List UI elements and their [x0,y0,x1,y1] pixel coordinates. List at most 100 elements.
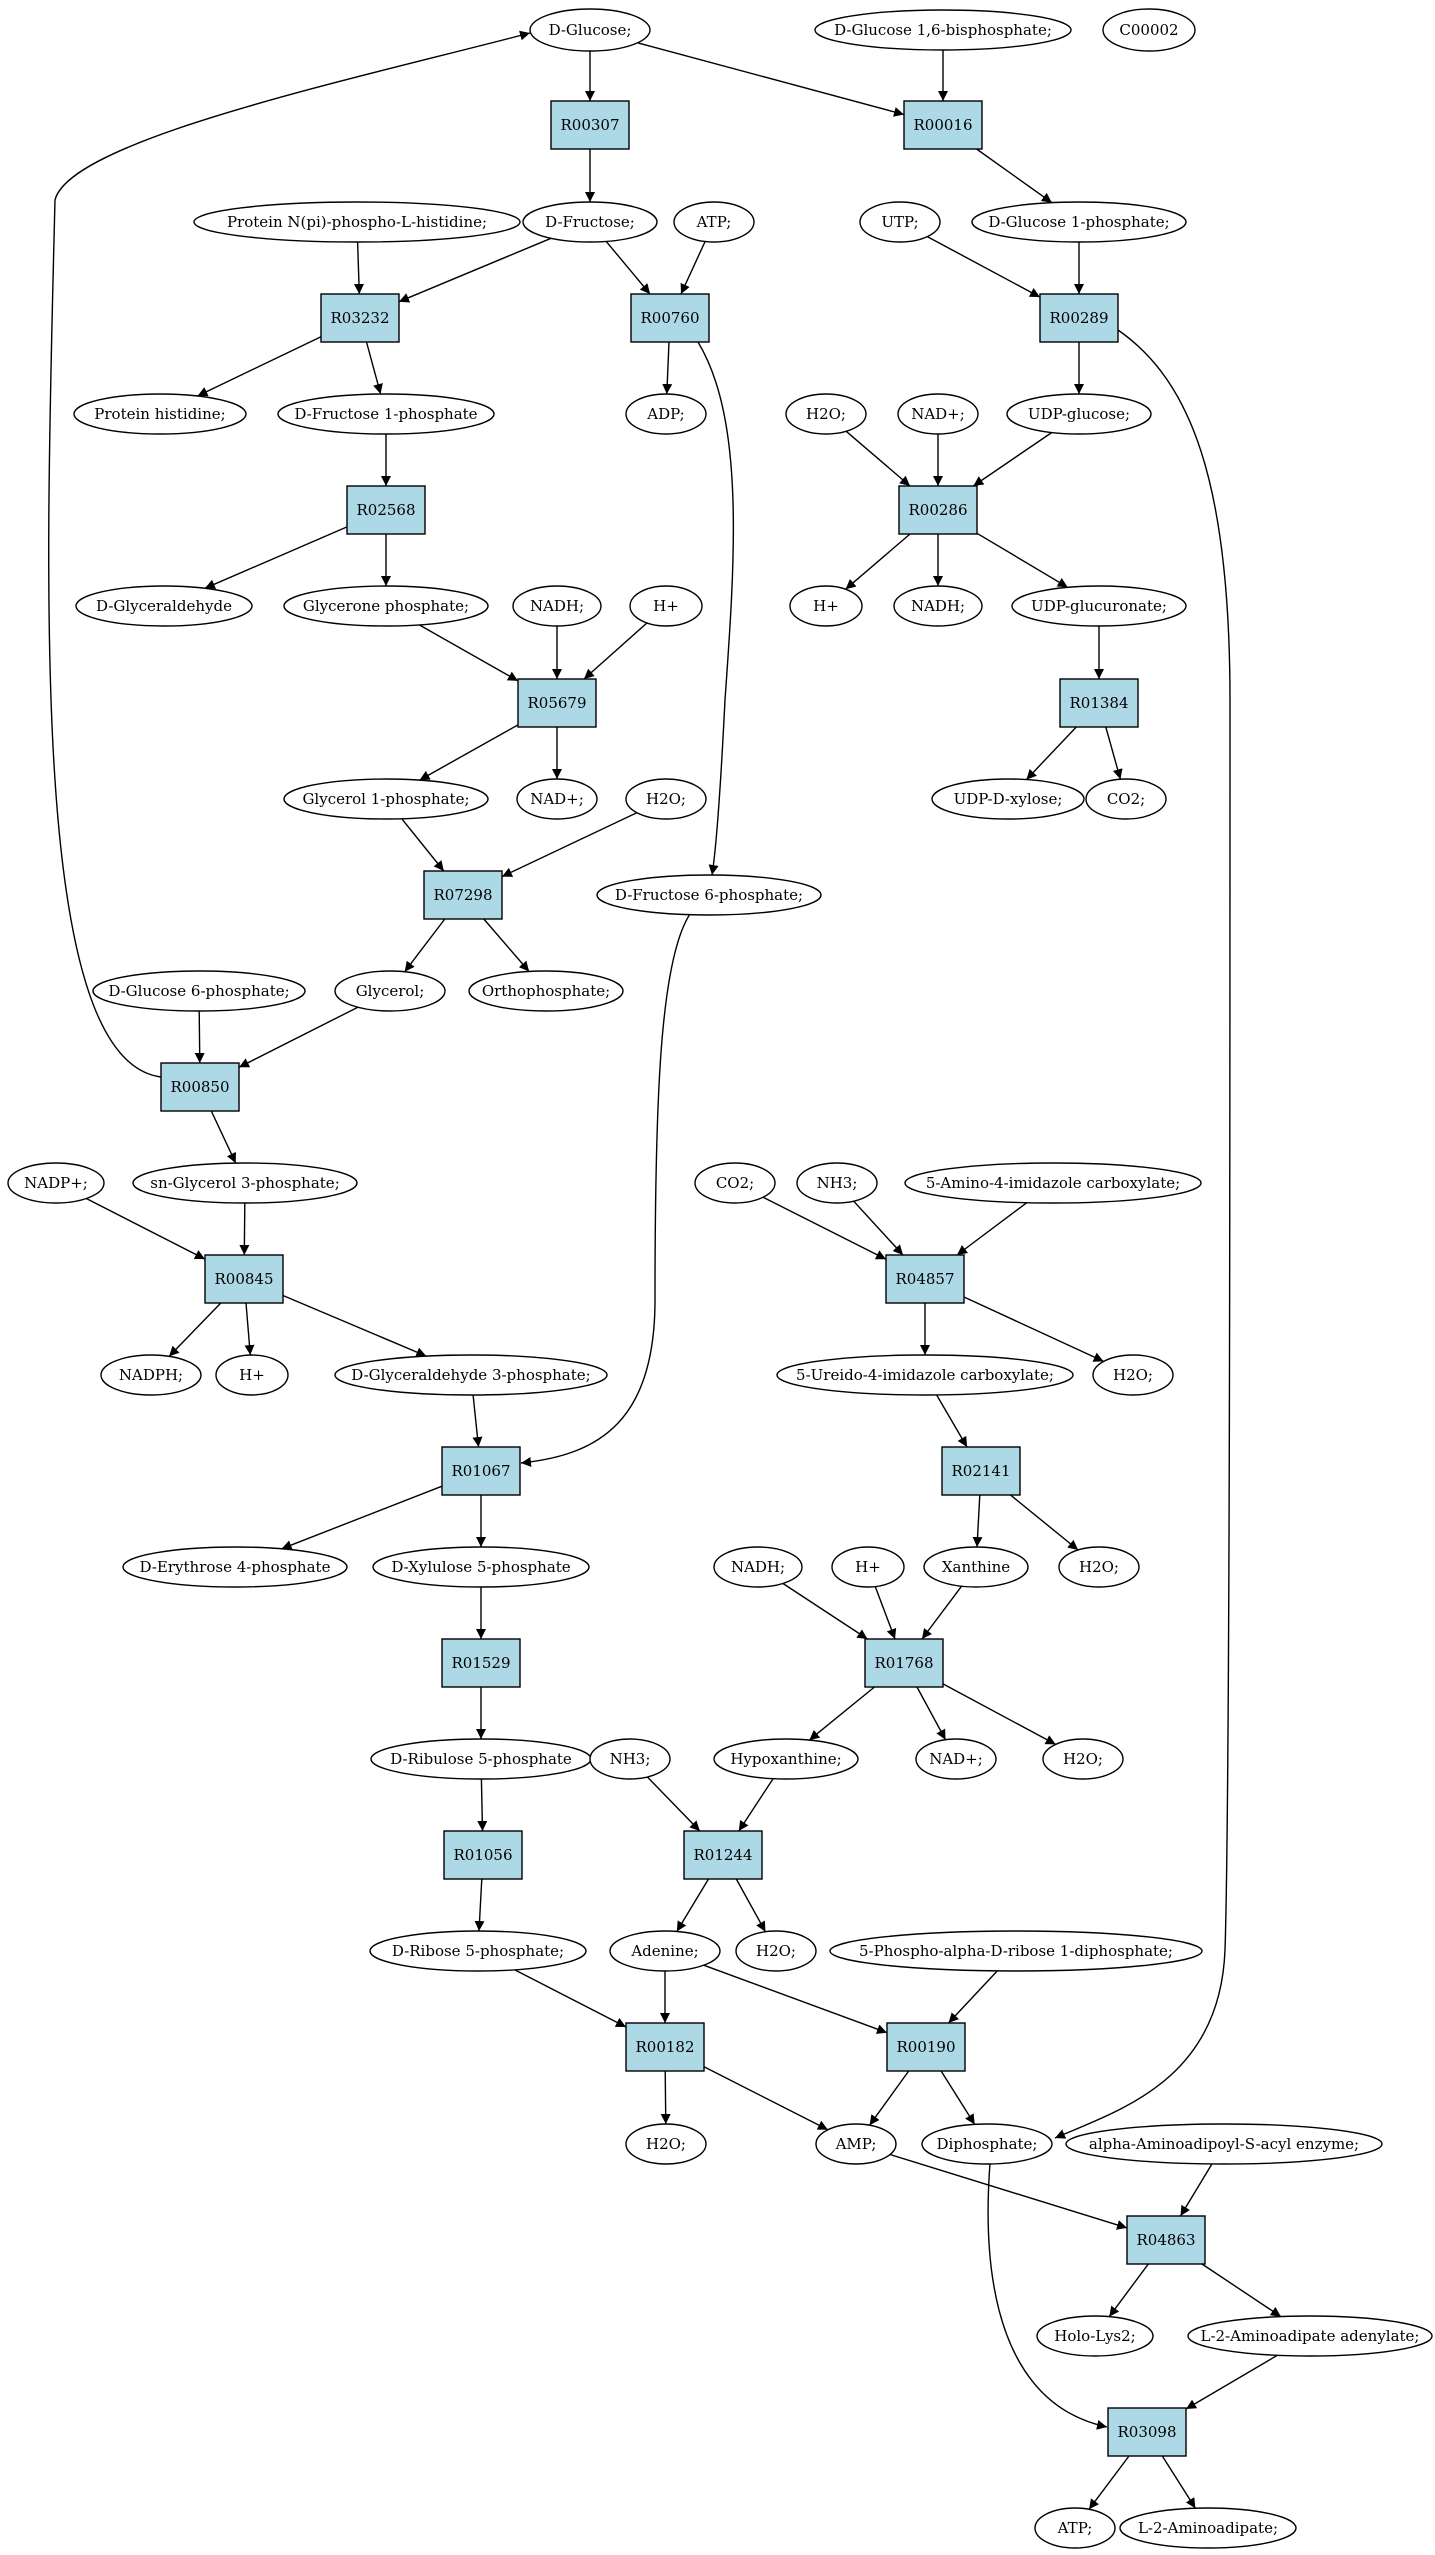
reaction-node: R00289 [1039,293,1119,343]
edge-r_R00845-to-m_nadph [168,1302,222,1357]
metabolite-node: Orthophosphate; [468,970,624,1012]
metabolite-ellipse [132,1162,358,1204]
metabolite-ellipse [369,1930,587,1972]
metabolite-label: Holo-Lys2; [1054,2327,1135,2345]
metabolite-ellipse [1092,1354,1174,1396]
reaction-box [550,100,630,150]
metabolite-ellipse [673,201,755,243]
reaction-label: R04863 [1136,2231,1195,2249]
metabolite-node: C00002 [1102,8,1196,52]
metabolite-ellipse [1006,393,1152,435]
reaction-label: R00016 [913,116,972,134]
metabolite-node: Protein histidine; [73,393,247,435]
metabolite-node: Glycerol 1-phosphate; [283,778,489,820]
metabolite-node: NH3; [796,1162,878,1204]
metabolite-node: NADP+; [7,1162,105,1204]
metabolite-label: D-Glucose 1,6-bisphosphate; [834,21,1052,39]
edge-r_R00845-to-m_h_c [244,1302,255,1356]
metabolite-label: NH3; [817,1174,858,1192]
edge-r_R00016-to-m_glc1p [976,148,1053,204]
edge-m_prpp-to-r_R00190 [947,1970,998,2024]
metabolite-node: D-Glucose 1,6-bisphosphate; [814,9,1072,51]
metabolite-node: D-Fructose 6-phosphate; [596,874,822,916]
metabolite-ellipse [923,1546,1029,1588]
edge-r_R00760-to-m_fru6p [697,341,735,876]
reaction-node: R01384 [1059,678,1139,728]
metabolite-label: D-Fructose 1-phosphate [294,405,477,423]
metabolite-label: H+ [653,597,679,615]
metabolite-node: D-Glyceraldehyde [75,585,253,627]
metabolite-node: H2O; [1042,1738,1124,1780]
edge-m_ru5p-to-r_R01056 [477,1778,488,1832]
metabolite-ellipse [829,1930,1203,1972]
metabolite-ellipse [931,778,1085,820]
metabolite-label: H+ [239,1366,265,1384]
metabolite-label: 5-Phospho-alpha-D-ribose 1-diphosphate; [859,1942,1173,1960]
metabolite-node: NADH; [713,1546,803,1588]
metabolite-label: Adenine; [630,1942,698,1960]
metabolite-ellipse [1036,2315,1154,2357]
edge-m_gap-to-r_R01067 [472,1394,483,1448]
edge-r_R00850-to-m_glucose [48,30,531,1078]
reaction-label: R04857 [895,1270,954,1288]
edge-r_R00845-to-m_gap [282,1294,427,1357]
metabolite-ellipse [921,2123,1053,2165]
metabolite-ellipse [859,201,941,243]
edge-r_R00190-to-m_ppi [940,2070,976,2125]
metabolite-node: ATP; [673,201,755,243]
metabolite-ellipse [122,1546,348,1588]
metabolite-label: D-Ribose 5-phosphate; [392,1942,564,1960]
metabolite-label: D-Glyceraldehyde 3-phosphate; [351,1366,590,1384]
metabolite-ellipse [100,1354,202,1396]
metabolite-ellipse [596,874,822,916]
edge-r_R00182-to-m_amp [703,2066,829,2131]
reaction-box [1039,293,1119,343]
metabolite-node: NH3; [589,1738,671,1780]
metabolite-label: 5-Amino-4-imidazole carboxylate; [926,1174,1180,1192]
metabolite-label: alpha-Aminoadipoyl-S-acyl enzyme; [1089,2135,1359,2153]
metabolite-node: D-Glucose 1-phosphate; [971,201,1187,243]
metabolite-label: UDP-D-xylose; [954,790,1063,808]
reaction-label: R01056 [453,1846,512,1864]
metabolite-ellipse [814,9,1072,51]
metabolite-ellipse [1102,8,1196,52]
edge-m_hypoxanthine-to-r_R01244 [738,1778,774,1832]
edge-r_R02568-to-m_glyceraldehyde [204,526,348,589]
metabolite-ellipse [625,778,707,820]
edge-r_R00286-to-m_udpglca [976,532,1069,588]
metabolite-label: UTP; [881,213,918,231]
edge-r_R05679-to-m_gly1p [419,724,519,781]
edge-m_nh3_b-to-r_R01244 [646,1776,701,1832]
edge-r_R01768-to-m_nad_c [916,1686,947,1741]
metabolite-ellipse [904,1162,1202,1204]
reaction-box [630,293,710,343]
metabolite-node: 5-Ureido-4-imidazole carboxylate; [776,1354,1074,1396]
metabolite-label: NADPH; [119,1366,183,1384]
reaction-box [886,2022,966,2072]
metabolite-ellipse [713,1546,803,1588]
reaction-box [903,100,983,150]
metabolite-label: NADP+; [24,1174,88,1192]
metabolite-label: L-2-Aminoadipate; [1138,2519,1278,2537]
reaction-label: R00760 [640,309,699,327]
metabolite-node: H2O; [625,2123,707,2165]
reaction-label: R07298 [433,886,492,904]
metabolite-ellipse [193,201,521,243]
metabolite-node: sn-Glycerol 3-phosphate; [132,1162,358,1204]
metabolite-ellipse [372,1546,590,1588]
reaction-node: R00760 [630,293,710,343]
reaction-label: R00286 [908,501,967,519]
metabolite-label: NADH; [530,597,584,615]
reaction-box [443,1830,523,1880]
reaction-box [625,2022,705,2072]
reaction-node: R01056 [443,1830,523,1880]
metabolite-label: CO2; [716,1174,754,1192]
edge-m_uic-to-r_R02141 [935,1394,968,1448]
metabolite-ellipse [1085,778,1167,820]
metabolite-label: D-Fructose; [545,213,635,231]
reaction-label: R00289 [1049,309,1108,327]
metabolite-label: D-Erythrose 4-phosphate [140,1558,331,1576]
metabolite-label: CO2; [1107,790,1145,808]
metabolite-node: H+ [215,1354,289,1396]
edge-r_R01244-to-m_h2o_f [735,1878,767,1933]
